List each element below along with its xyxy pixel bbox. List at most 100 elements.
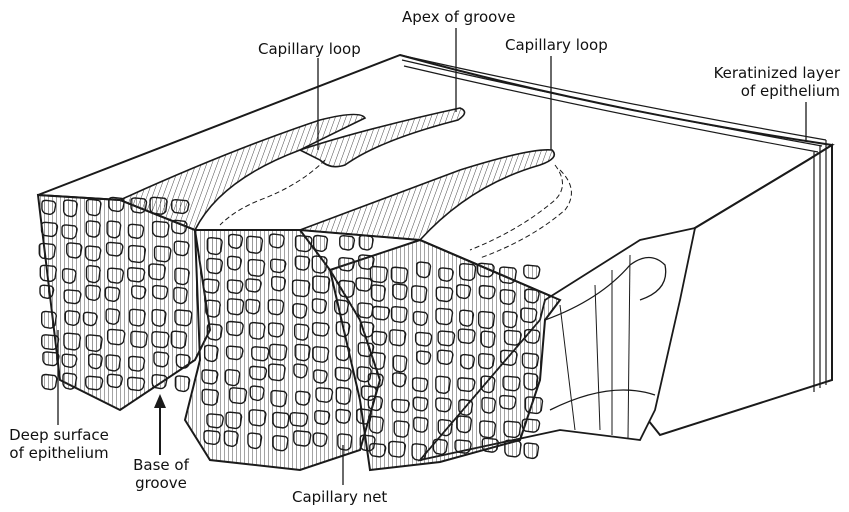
- capillary-net-cell: [128, 224, 143, 238]
- capillary-net-cell: [412, 444, 426, 461]
- capillary-net-cell: [335, 367, 351, 380]
- capillary-net-cell: [271, 259, 286, 272]
- capillary-net-cell: [108, 329, 125, 344]
- capillary-net-cell: [250, 386, 264, 400]
- capillary-net-cell: [107, 221, 121, 238]
- capillary-net-cell: [500, 267, 516, 283]
- capillary-net-cell: [174, 241, 189, 255]
- label-keratinized-layer: Keratinized layer of epithelium: [700, 64, 840, 100]
- capillary-net-cell: [393, 356, 406, 372]
- capillary-net-cell: [150, 197, 167, 214]
- capillary-net-cell: [174, 287, 187, 303]
- capillary-net-cell: [356, 278, 372, 291]
- capillary-net-cell: [524, 443, 538, 458]
- capillary-net-cell: [525, 330, 540, 344]
- capillary-net-cell: [131, 331, 147, 347]
- capillary-net-cell: [416, 332, 432, 346]
- capillary-net-cell: [296, 236, 312, 252]
- capillary-net-cell: [269, 323, 284, 337]
- label-capillary-loop-right: Capillary loop: [505, 36, 608, 54]
- capillary-net-cell: [524, 265, 540, 278]
- capillary-net-cell: [152, 310, 166, 327]
- capillary-net-cell: [460, 264, 476, 281]
- capillary-net-cell: [175, 310, 192, 326]
- capillary-net-cell: [368, 373, 383, 387]
- capillary-net-cell: [40, 285, 54, 298]
- capillary-net-cell: [204, 431, 220, 445]
- capillary-net-cell: [500, 396, 516, 409]
- capillary-net-cell: [252, 347, 269, 361]
- capillary-net-cell: [64, 200, 78, 217]
- capillary-net-cell: [268, 300, 283, 315]
- capillary-net-cell: [482, 438, 498, 452]
- capillary-net-cell: [175, 268, 189, 284]
- capillary-net-cell: [290, 413, 307, 426]
- label-capillary-loop-left: Capillary loop: [258, 40, 361, 58]
- capillary-net-cell: [246, 279, 261, 292]
- capillary-net-cell: [314, 370, 327, 383]
- capillary-net-cell: [228, 256, 242, 270]
- capillary-net-cell: [370, 267, 387, 283]
- capillary-net-cell: [368, 396, 382, 410]
- capillary-net-cell: [359, 235, 373, 250]
- capillary-net-cell: [522, 419, 539, 432]
- label-base-of-groove: Base of groove: [118, 456, 204, 492]
- capillary-net-cell: [392, 307, 408, 323]
- capillary-net-cell: [370, 416, 384, 433]
- capillary-net-cell: [63, 373, 76, 389]
- capillary-net-cell: [39, 243, 55, 259]
- capillary-net-cell: [481, 331, 495, 347]
- capillary-net-cell: [152, 332, 169, 348]
- capillary-net-cell: [504, 421, 520, 437]
- capillary-net-cell: [295, 256, 309, 270]
- capillary-net-cell: [413, 378, 428, 392]
- capillary-net-cell: [481, 376, 494, 393]
- capillary-net-cell: [132, 286, 146, 299]
- capillary-net-cell: [270, 234, 285, 248]
- capillary-net-cell: [373, 306, 390, 319]
- capillary-net-cell: [87, 266, 101, 283]
- capillary-net-cell: [336, 322, 349, 337]
- capillary-net-cell: [248, 433, 262, 448]
- capillary-net-cell: [228, 280, 243, 293]
- capillary-net-cell: [393, 284, 407, 299]
- capillary-net-cell: [131, 198, 146, 213]
- capillary-net-cell: [176, 354, 190, 368]
- label-deep-surface-line2: of epithelium: [2, 444, 116, 462]
- capillary-net-cell: [339, 281, 355, 298]
- capillary-net-cell: [175, 376, 189, 392]
- capillary-net-cell: [294, 364, 307, 378]
- label-deep-surface: Deep surface of epithelium: [2, 426, 116, 462]
- capillary-net-cell: [226, 412, 241, 428]
- label-deep-surface-line1: Deep surface: [2, 426, 116, 444]
- capillary-net-cell: [128, 268, 145, 282]
- capillary-net-cell: [358, 303, 373, 318]
- capillary-net-cell: [525, 289, 539, 303]
- capillary-net-cell: [414, 312, 428, 326]
- capillary-net-cell: [108, 268, 124, 283]
- capillary-net-cell: [417, 351, 431, 364]
- capillary-net-cell: [40, 265, 56, 281]
- capillary-net-cell: [172, 200, 189, 214]
- capillary-net-cell: [503, 312, 517, 328]
- capillary-net-cell: [87, 199, 101, 215]
- capillary-net-cell: [314, 236, 328, 252]
- capillary-net-cell: [273, 436, 288, 451]
- capillary-net-cell: [505, 330, 522, 345]
- capillary-net-cell: [64, 290, 81, 304]
- capillary-net-cell: [313, 433, 327, 446]
- capillary-net-cell: [394, 421, 409, 437]
- capillary-net-cell: [295, 344, 310, 360]
- capillary-net-cell: [372, 331, 386, 345]
- capillary-net-cell: [62, 225, 77, 239]
- capillary-net-cell: [293, 280, 310, 296]
- capillary-net-cell: [109, 197, 124, 211]
- capillary-net-cell: [42, 375, 57, 390]
- capillary-net-cell: [105, 287, 119, 301]
- capillary-net-cell: [438, 331, 454, 346]
- capillary-net-cell: [294, 431, 311, 446]
- capillary-net-cell: [479, 286, 495, 299]
- capillary-net-cell: [293, 304, 307, 318]
- capillary-net-cell: [270, 344, 287, 360]
- capillary-net-cell: [436, 287, 452, 301]
